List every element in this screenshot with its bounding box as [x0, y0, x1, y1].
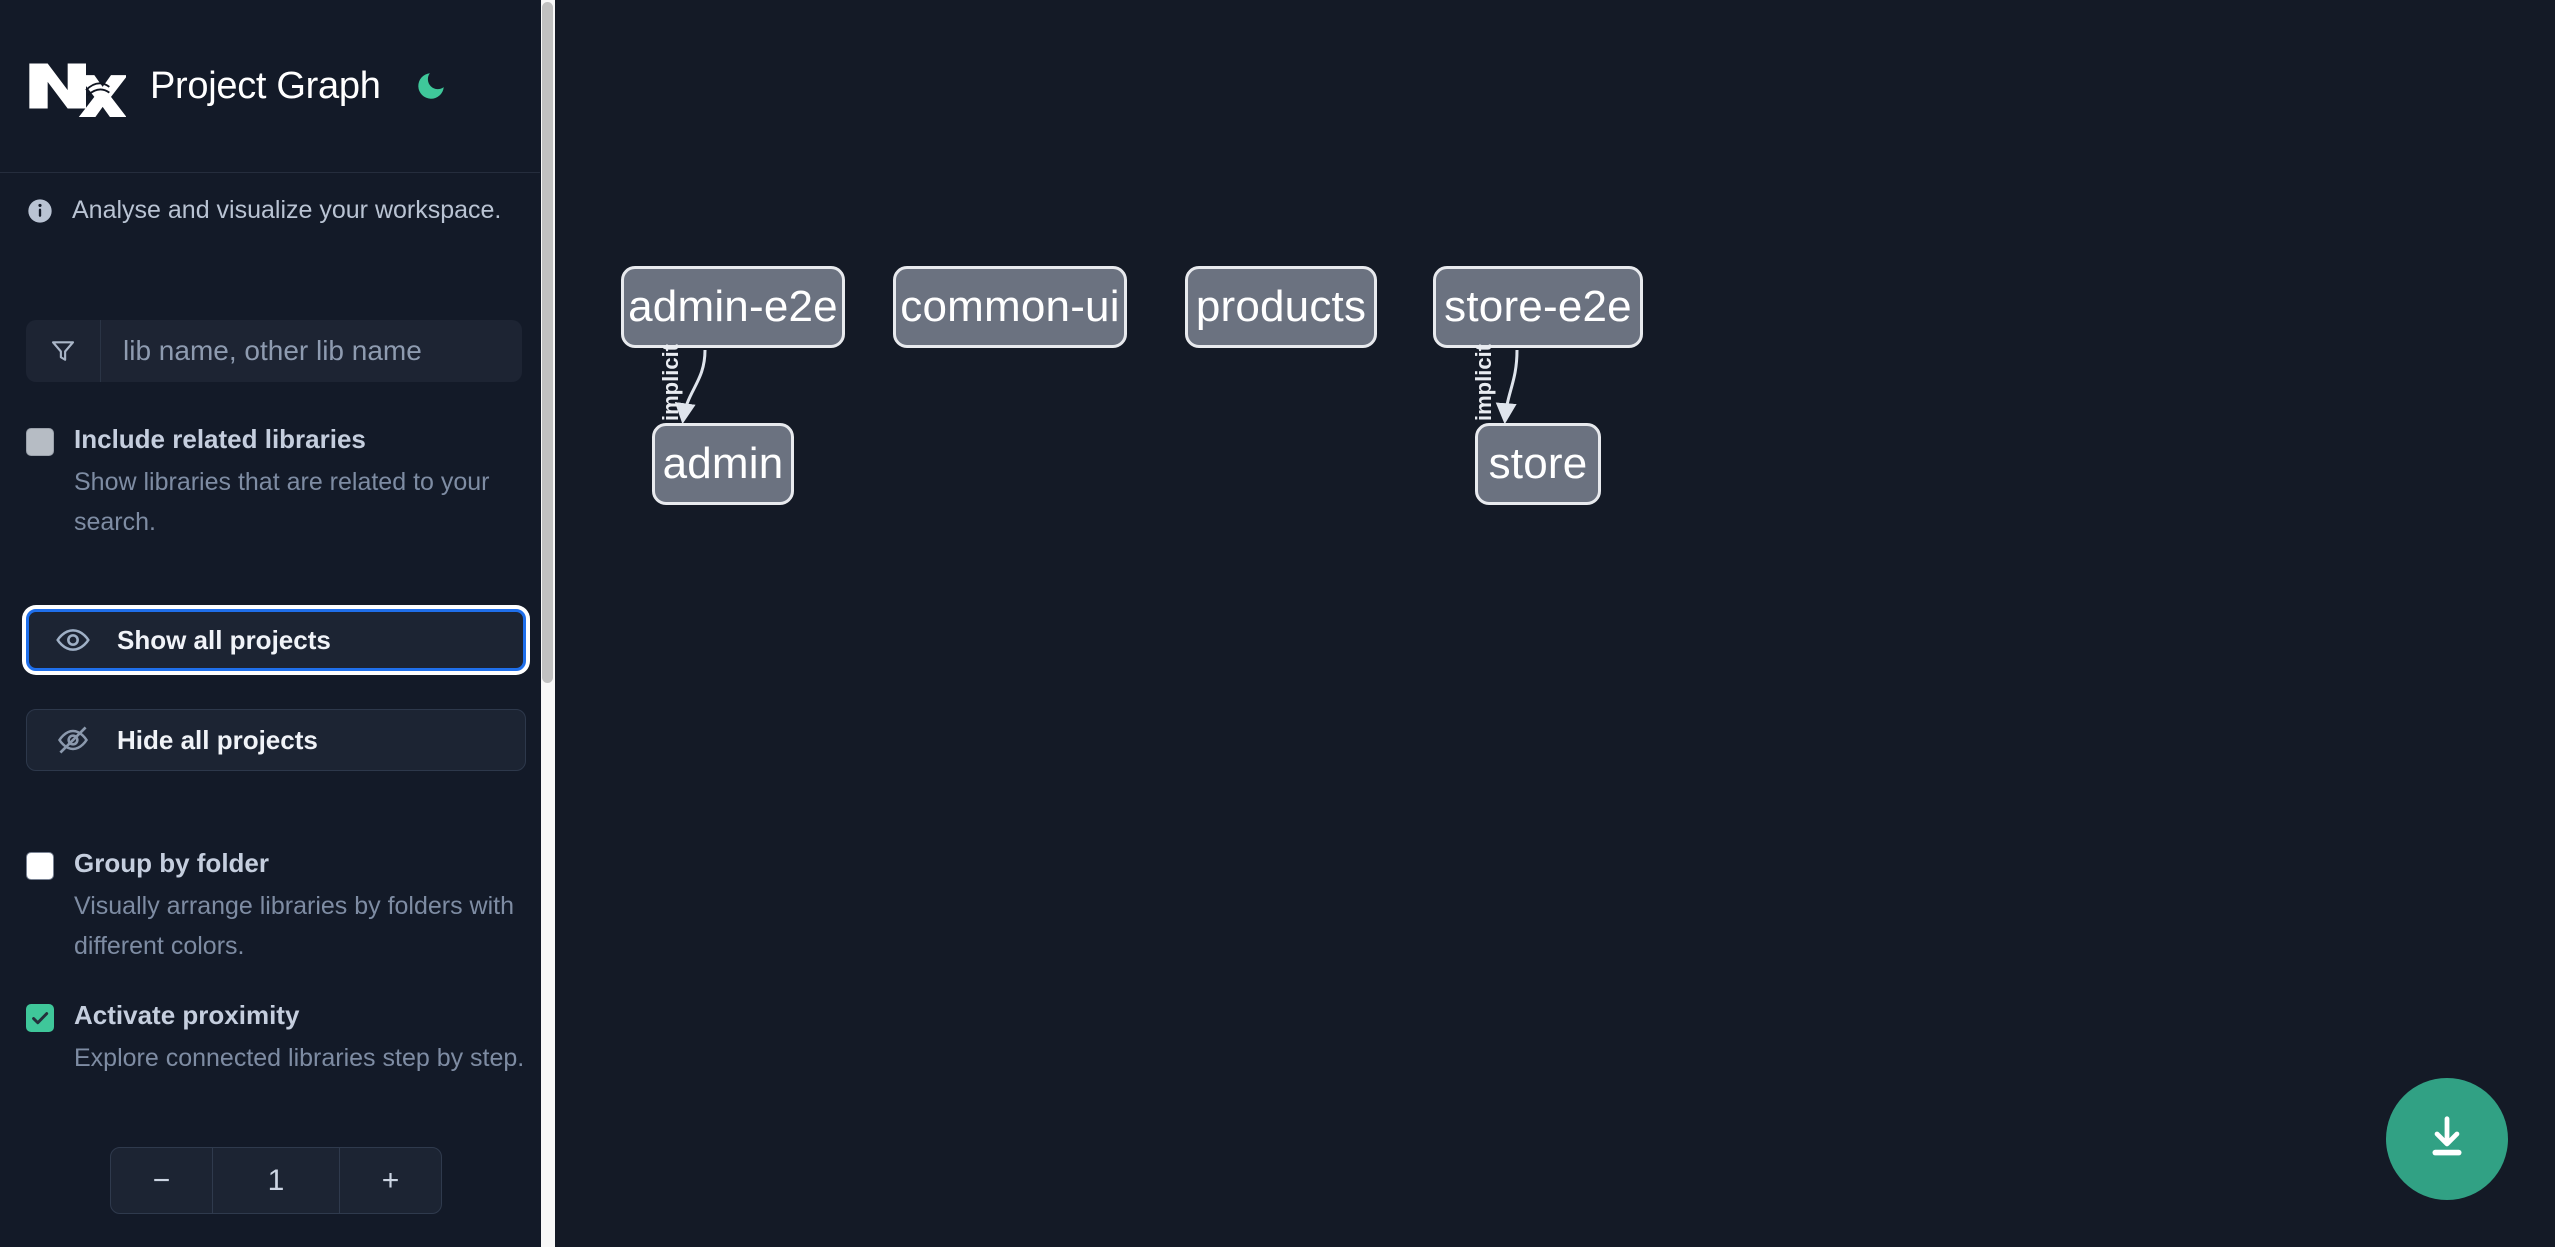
download-icon [2421, 1111, 2473, 1168]
edge-label-implicit-admin: implicit [658, 343, 683, 421]
graph-node-store-e2e[interactable]: store-e2e [1433, 266, 1643, 348]
edge-label-implicit-store: implicit [1471, 343, 1496, 421]
show-all-projects-label: Show all projects [117, 624, 331, 655]
include-related-libraries-checkbox[interactable] [26, 428, 54, 456]
group-by-folder-label: Group by folder [74, 848, 269, 878]
show-all-projects-button[interactable]: Show all projects [26, 609, 526, 671]
sidebar: Project Graph Analyse and visualize yo [0, 0, 555, 1247]
graph-node-label: admin-e2e [628, 282, 838, 331]
include-related-libraries-label: Include related libraries [74, 424, 366, 454]
hide-all-projects-label: Hide all projects [117, 724, 318, 755]
search-input[interactable] [101, 320, 522, 382]
graph-node-store[interactable]: store [1475, 423, 1601, 505]
graph-node-label: products [1195, 282, 1367, 331]
activate-proximity-checkbox[interactable] [26, 1004, 54, 1032]
graph-edges [674, 349, 1519, 425]
option-include-related-libraries[interactable]: Include related libraries Show libraries… [26, 424, 526, 542]
proximity-decrement-button[interactable]: − [111, 1148, 213, 1213]
workspace-info: Analyse and visualize your workspace. [26, 196, 506, 225]
download-graph-button[interactable] [2386, 1078, 2508, 1200]
moon-icon[interactable] [411, 66, 451, 106]
hide-all-projects-button[interactable]: Hide all projects [26, 709, 526, 771]
proximity-increment-button[interactable]: + [339, 1148, 441, 1213]
header-divider [0, 172, 540, 173]
filter-search-box[interactable] [26, 320, 522, 382]
workspace-info-text: Analyse and visualize your workspace. [72, 196, 502, 224]
graph-node-admin-e2e[interactable]: admin-e2e [621, 266, 845, 348]
eye-slash-icon [55, 722, 91, 758]
info-icon [26, 197, 54, 225]
funnel-icon [26, 320, 101, 382]
graph-node-label: store [1488, 439, 1588, 488]
graph-node-label: common-ui [900, 282, 1120, 331]
group-by-folder-checkbox[interactable] [26, 852, 54, 880]
edge-admin-e2e-admin [674, 349, 707, 425]
graph-canvas[interactable]: admin-e2e common-ui products store-e2e a… [555, 0, 2555, 1247]
graph-node-admin[interactable]: admin [652, 423, 794, 505]
option-group-by-folder[interactable]: Group by folder Visually arrange librari… [26, 848, 526, 966]
proximity-stepper[interactable]: − 1 + [110, 1147, 442, 1214]
edge-store-e2e-store [1495, 349, 1519, 425]
nx-logo-icon [26, 55, 128, 119]
graph-node-common-ui[interactable]: common-ui [893, 266, 1127, 348]
sidebar-scrollbar-thumb[interactable] [542, 2, 553, 683]
group-by-folder-description: Visually arrange libraries by folders wi… [74, 892, 515, 960]
sidebar-header: Project Graph [0, 0, 540, 172]
activate-proximity-description: Explore connected libraries step by step… [74, 1044, 525, 1072]
option-activate-proximity[interactable]: Activate proximity Explore connected lib… [26, 1000, 526, 1078]
include-related-libraries-description: Show libraries that are related to your … [74, 468, 490, 536]
graph-node-products[interactable]: products [1185, 266, 1377, 348]
proximity-value: 1 [267, 1163, 285, 1197]
sidebar-content: Project Graph Analyse and visualize yo [0, 0, 540, 1247]
graph-node-label: admin [662, 439, 784, 488]
graph-node-label: store-e2e [1444, 282, 1632, 331]
activate-proximity-label: Activate proximity [74, 1000, 300, 1030]
eye-icon [55, 622, 91, 658]
page-title: Project Graph [150, 64, 381, 107]
